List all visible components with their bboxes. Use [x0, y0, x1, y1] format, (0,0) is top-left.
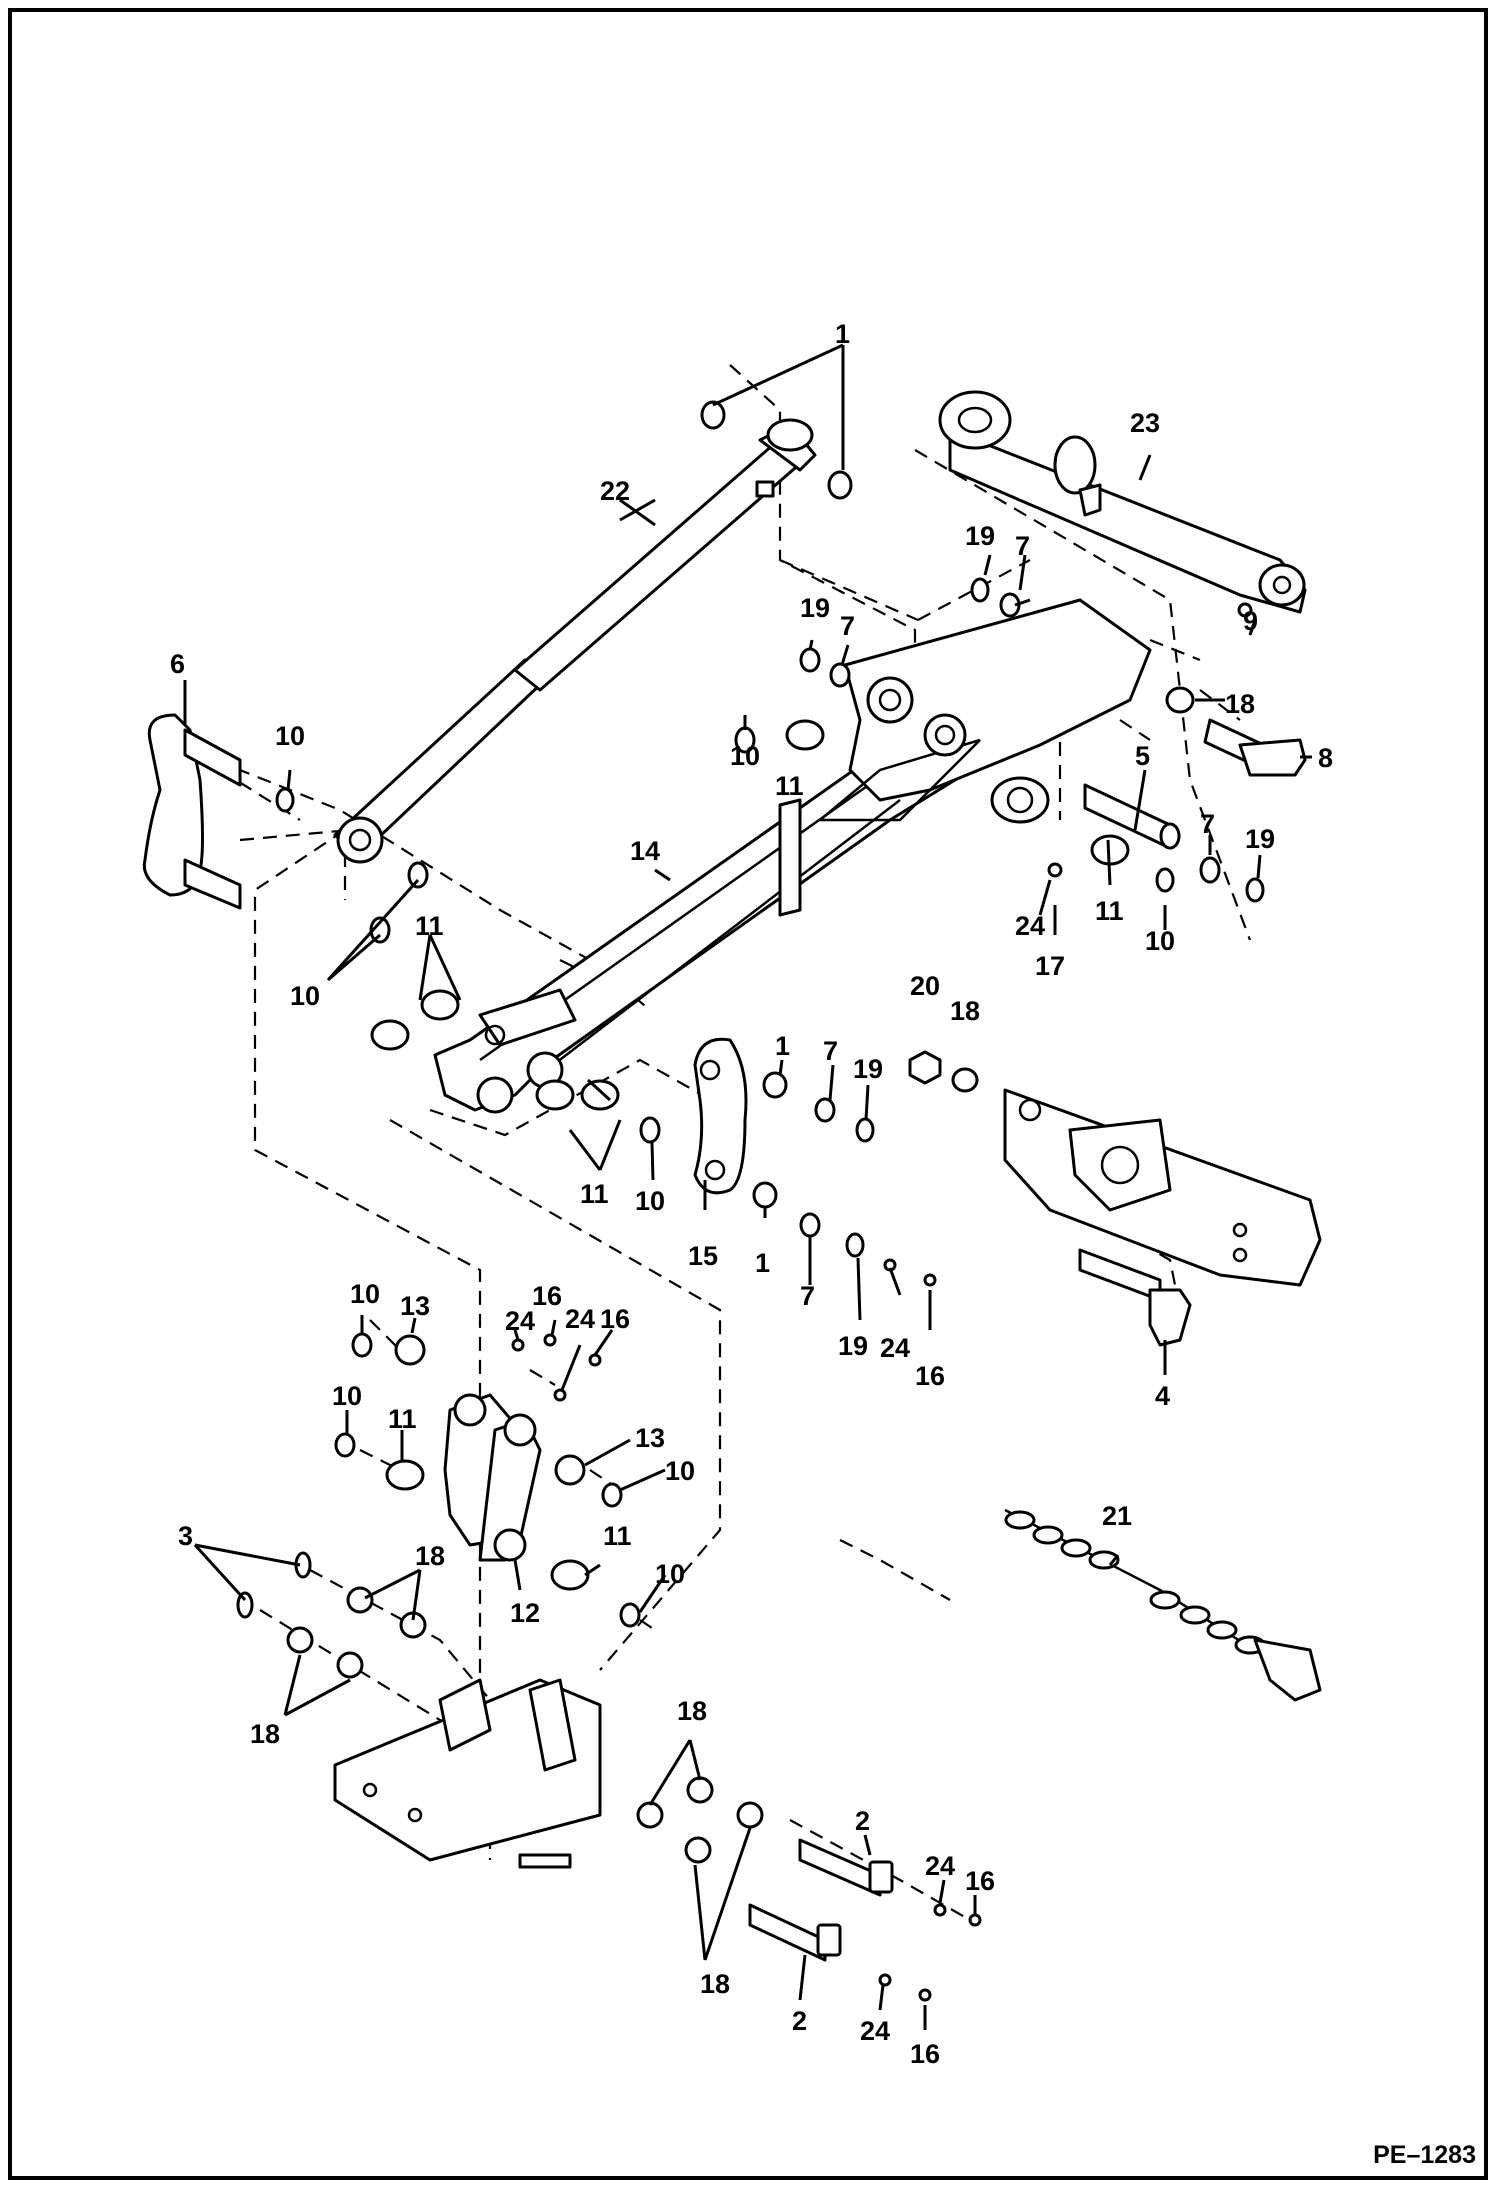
callout-11: 11 — [580, 1179, 609, 1209]
callout-21: 21 — [1102, 1501, 1132, 1531]
callout-8: 8 — [1318, 743, 1333, 773]
callout-19: 19 — [800, 593, 830, 623]
callout-24: 24 — [1015, 911, 1045, 941]
pin-2-lower — [748, 1903, 842, 1962]
callout-10: 10 — [655, 1559, 685, 1589]
callout-6: 6 — [170, 649, 185, 679]
callout-1: 1 — [775, 1031, 790, 1061]
callout-16: 16 — [532, 1281, 562, 1311]
callout-16: 16 — [910, 2039, 940, 2069]
callout-10: 10 — [332, 1381, 362, 1411]
callout-9: 9 — [1243, 606, 1258, 636]
callout-2: 2 — [792, 2006, 807, 2036]
pin-2-upper — [798, 1838, 894, 1897]
callout-22: 22 — [600, 476, 630, 506]
callout-19: 19 — [1245, 824, 1275, 854]
callout-12: 12 — [510, 1598, 540, 1628]
callout-10: 10 — [665, 1456, 695, 1486]
callout-7: 7 — [823, 1036, 838, 1066]
cylinder-23 — [938, 390, 1307, 614]
callout-7: 7 — [1200, 809, 1215, 839]
callout-19: 19 — [965, 521, 995, 551]
callout-10: 10 — [635, 1186, 665, 1216]
callout-24: 24 — [505, 1306, 535, 1336]
pin-8 — [1203, 718, 1307, 777]
callout-7: 7 — [840, 611, 855, 641]
callout-19: 19 — [853, 1054, 883, 1084]
callout-13: 13 — [400, 1291, 430, 1321]
link-12 — [443, 1393, 542, 1562]
callout-2: 2 — [855, 1806, 870, 1836]
callout-18: 18 — [415, 1541, 445, 1571]
link-15 — [693, 1037, 748, 1195]
callout-17: 17 — [1035, 951, 1065, 981]
callout-7: 7 — [1015, 531, 1030, 561]
callout-10: 10 — [350, 1279, 380, 1309]
callout-11: 11 — [1095, 896, 1124, 926]
callout-19: 19 — [838, 1331, 868, 1361]
callout-18: 18 — [677, 1696, 707, 1726]
cylinder-22 — [333, 418, 817, 864]
callout-18: 18 — [1225, 689, 1255, 719]
callout-16: 16 — [915, 1361, 945, 1391]
callout-15: 15 — [688, 1241, 718, 1271]
figure-code: PE–1283 — [1373, 2141, 1476, 2169]
callout-10: 10 — [290, 981, 320, 1011]
callout-18: 18 — [950, 996, 980, 1026]
callout-16: 16 — [965, 1866, 995, 1896]
callout-14: 14 — [630, 836, 660, 866]
callout-18: 18 — [250, 1719, 280, 1749]
callout-23: 23 — [1130, 408, 1160, 438]
callout-labels: 1 1 1 2 2 3 4 5 6 7 7 7 7 7 8 9 10 10 10… — [170, 319, 1333, 2069]
callout-18: 18 — [700, 1969, 730, 1999]
pin-5 — [1083, 783, 1181, 850]
chain-21 — [1004, 1508, 1322, 1702]
callout-11: 11 — [388, 1404, 417, 1434]
callout-24: 24 — [860, 2016, 890, 2046]
washers-and-bushings — [236, 400, 1265, 2002]
callout-3: 3 — [178, 1521, 193, 1551]
callout-20: 20 — [910, 971, 940, 1001]
boom-arm-14 — [433, 598, 1152, 1114]
callout-13: 13 — [635, 1423, 665, 1453]
pin-4 — [1078, 1248, 1192, 1347]
callout-24: 24 — [880, 1333, 910, 1363]
mount-bracket — [1003, 1088, 1322, 1287]
callout-10: 10 — [1145, 926, 1175, 956]
callout-7: 7 — [800, 1281, 815, 1311]
callout-10: 10 — [730, 741, 760, 771]
callout-24: 24 — [925, 1851, 955, 1881]
diagram-frame — [8, 8, 1488, 2180]
callout-10: 10 — [275, 721, 305, 751]
callout-24: 24 — [565, 1304, 595, 1334]
callout-11: 11 — [415, 911, 444, 941]
link-6 — [142, 713, 242, 910]
callout-16: 16 — [600, 1304, 630, 1334]
coupler-bracket — [333, 1678, 602, 1869]
callout-5: 5 — [1135, 741, 1150, 771]
callout-leader-lines — [183, 343, 1312, 2030]
callout-1: 1 — [755, 1248, 770, 1278]
callout-1: 1 — [835, 319, 850, 349]
callout-11: 11 — [603, 1521, 632, 1551]
callout-4: 4 — [1155, 1381, 1170, 1411]
callout-11: 11 — [775, 771, 804, 801]
